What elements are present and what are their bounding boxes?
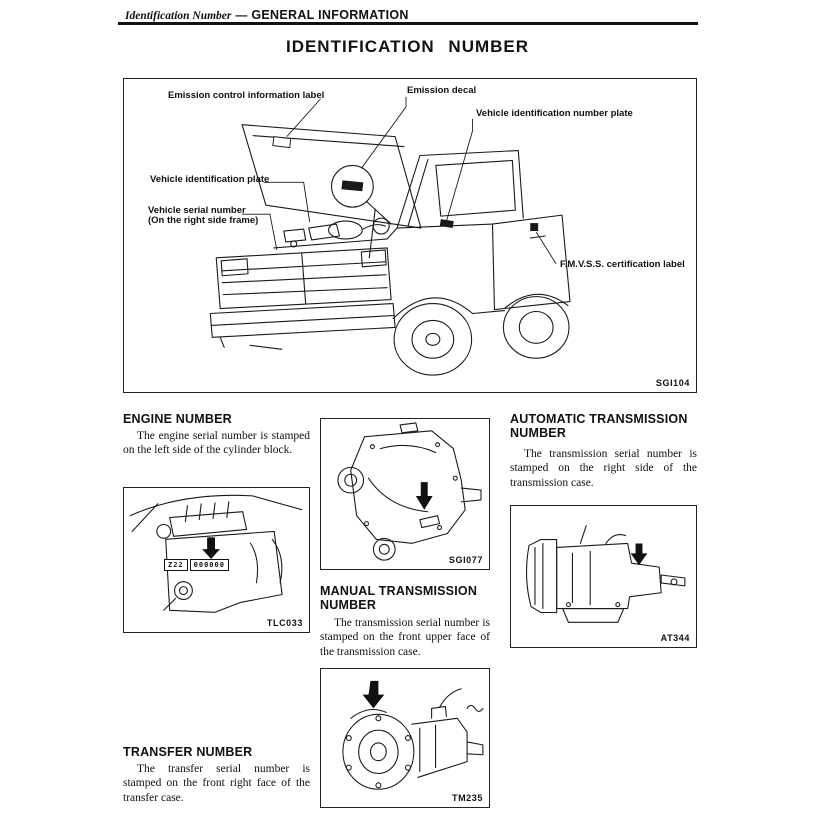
engine-number-body: The engine serial number is stamped on t… [123, 430, 310, 457]
callout-vehicle-serial-number: Vehicle serial number [148, 205, 246, 216]
transfer-case-figure: SGI077 [320, 418, 490, 570]
breadcrumb-title: GENERAL INFORMATION [251, 8, 409, 22]
transfer-case-illustration [337, 422, 482, 561]
transfer-number-body: The transfer serial number is stamped on… [123, 763, 310, 804]
callout-vehicle-serial-number-note: (On the right side frame) [148, 215, 259, 226]
callout-fmvss-label: F.M.V.S.S. certification label [560, 259, 685, 270]
automatic-transmission-body: The transmission serial number is stampe… [510, 448, 697, 489]
engine-serial-stamp: Z22 000000 [164, 559, 229, 571]
figure-code-at344: AT344 [660, 633, 690, 643]
figure-code-sgi104: SGI104 [655, 378, 690, 388]
manual-transmission-illustration [342, 680, 484, 790]
manual-transmission-figure: TM235 [320, 668, 490, 808]
down-arrow-icon [630, 543, 648, 566]
truck-illustration [209, 96, 571, 376]
manual-transmission-body: The transmission serial number is stampe… [320, 617, 490, 658]
label-markers [341, 180, 539, 232]
breadcrumb-dash: — [235, 8, 248, 22]
engine-code-plate: Z22 [164, 559, 188, 571]
breadcrumb: Identification Number—GENERAL INFORMATIO… [125, 6, 409, 24]
header-rule [118, 22, 698, 25]
figure-code-tlc033: TLC033 [266, 618, 303, 628]
down-arrow-icon [415, 482, 433, 510]
callout-emission-decal: Emission decal [407, 85, 477, 96]
automatic-transmission-illustration [526, 525, 686, 623]
figure-code-tm235: TM235 [451, 793, 483, 803]
callout-vin-plate: Vehicle identification number plate [476, 108, 633, 119]
vehicle-identification-figure: Emission control information label Emiss… [123, 78, 697, 393]
automatic-transmission-figure: AT344 [510, 505, 697, 648]
down-arrow-icon [202, 537, 220, 560]
automatic-transmission-heading-line1: AUTOMATIC TRANSMISSION [510, 412, 688, 426]
engine-number-heading: ENGINE NUMBER [123, 412, 232, 426]
page-title: IDENTIFICATION NUMBER [285, 37, 530, 56]
callout-vehicle-id-plate: Vehicle identification plate [150, 174, 270, 185]
callout-leader-lines [242, 96, 557, 265]
transfer-number-heading: TRANSFER NUMBER [123, 745, 253, 759]
breadcrumb-section: Identification Number [125, 10, 232, 22]
engine-serial-plate: 000000 [189, 559, 229, 571]
engine-number-figure: Z22 000000 TLC033 [123, 487, 310, 633]
automatic-transmission-heading-line2: NUMBER [510, 426, 567, 440]
figure-code-sgi077: SGI077 [448, 555, 483, 565]
down-arrow-icon [362, 680, 385, 709]
manual-transmission-heading-line1: MANUAL TRANSMISSION [320, 584, 478, 598]
callout-emission-control-label: Emission control information label [168, 90, 325, 101]
engine-illustration [129, 494, 303, 613]
manual-transmission-heading-line2: NUMBER [320, 598, 377, 612]
